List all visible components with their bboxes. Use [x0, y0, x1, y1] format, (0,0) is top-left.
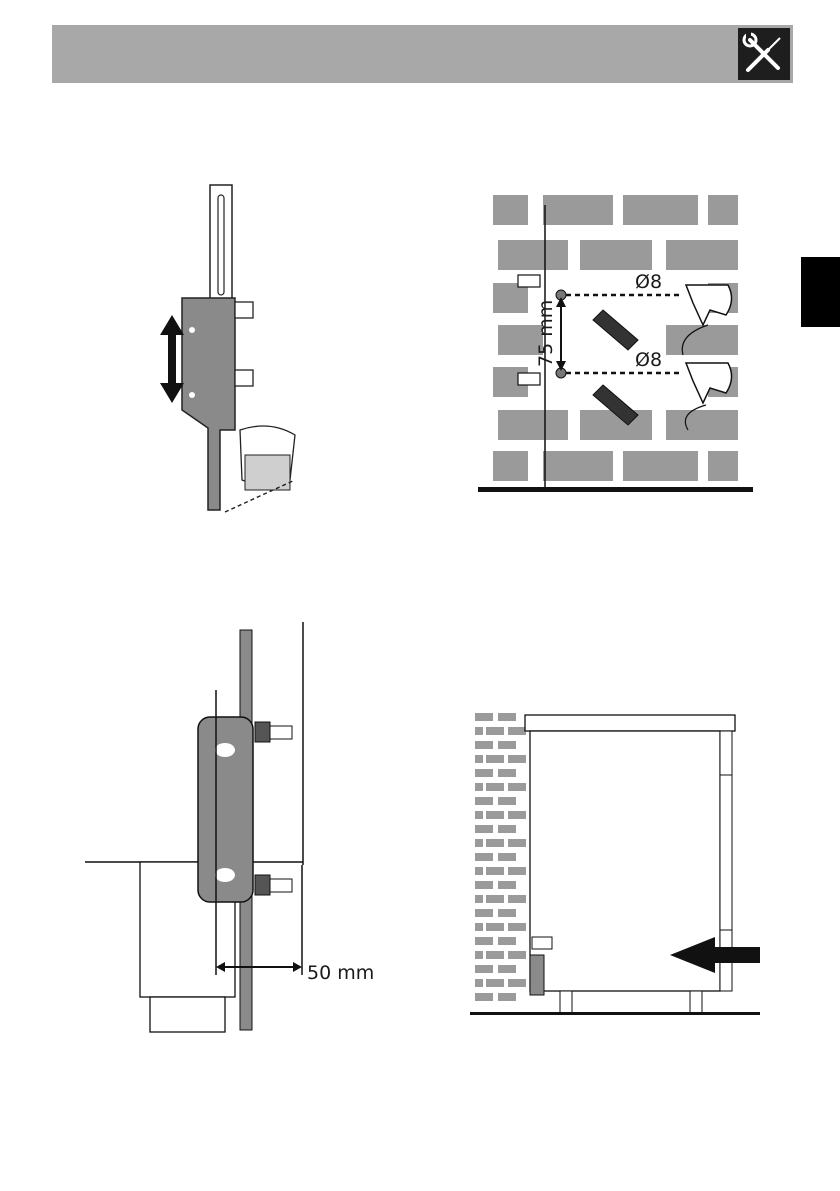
distance-figure: 50 mm [85, 620, 375, 1040]
header-bar [52, 25, 793, 83]
diameter-label-top: Ø8 [635, 271, 662, 293]
wall-drilling-figure: Ø8 Ø8 75 mm [478, 185, 753, 495]
bracket-adjust-figure [150, 180, 320, 520]
spacing-label: 75 mm [535, 300, 557, 367]
push-appliance-figure [470, 705, 760, 1025]
distance-label: 50 mm [307, 962, 374, 984]
diameter-label-bottom: Ø8 [635, 349, 662, 371]
tools-icon [738, 28, 790, 80]
section-tab [801, 257, 840, 327]
